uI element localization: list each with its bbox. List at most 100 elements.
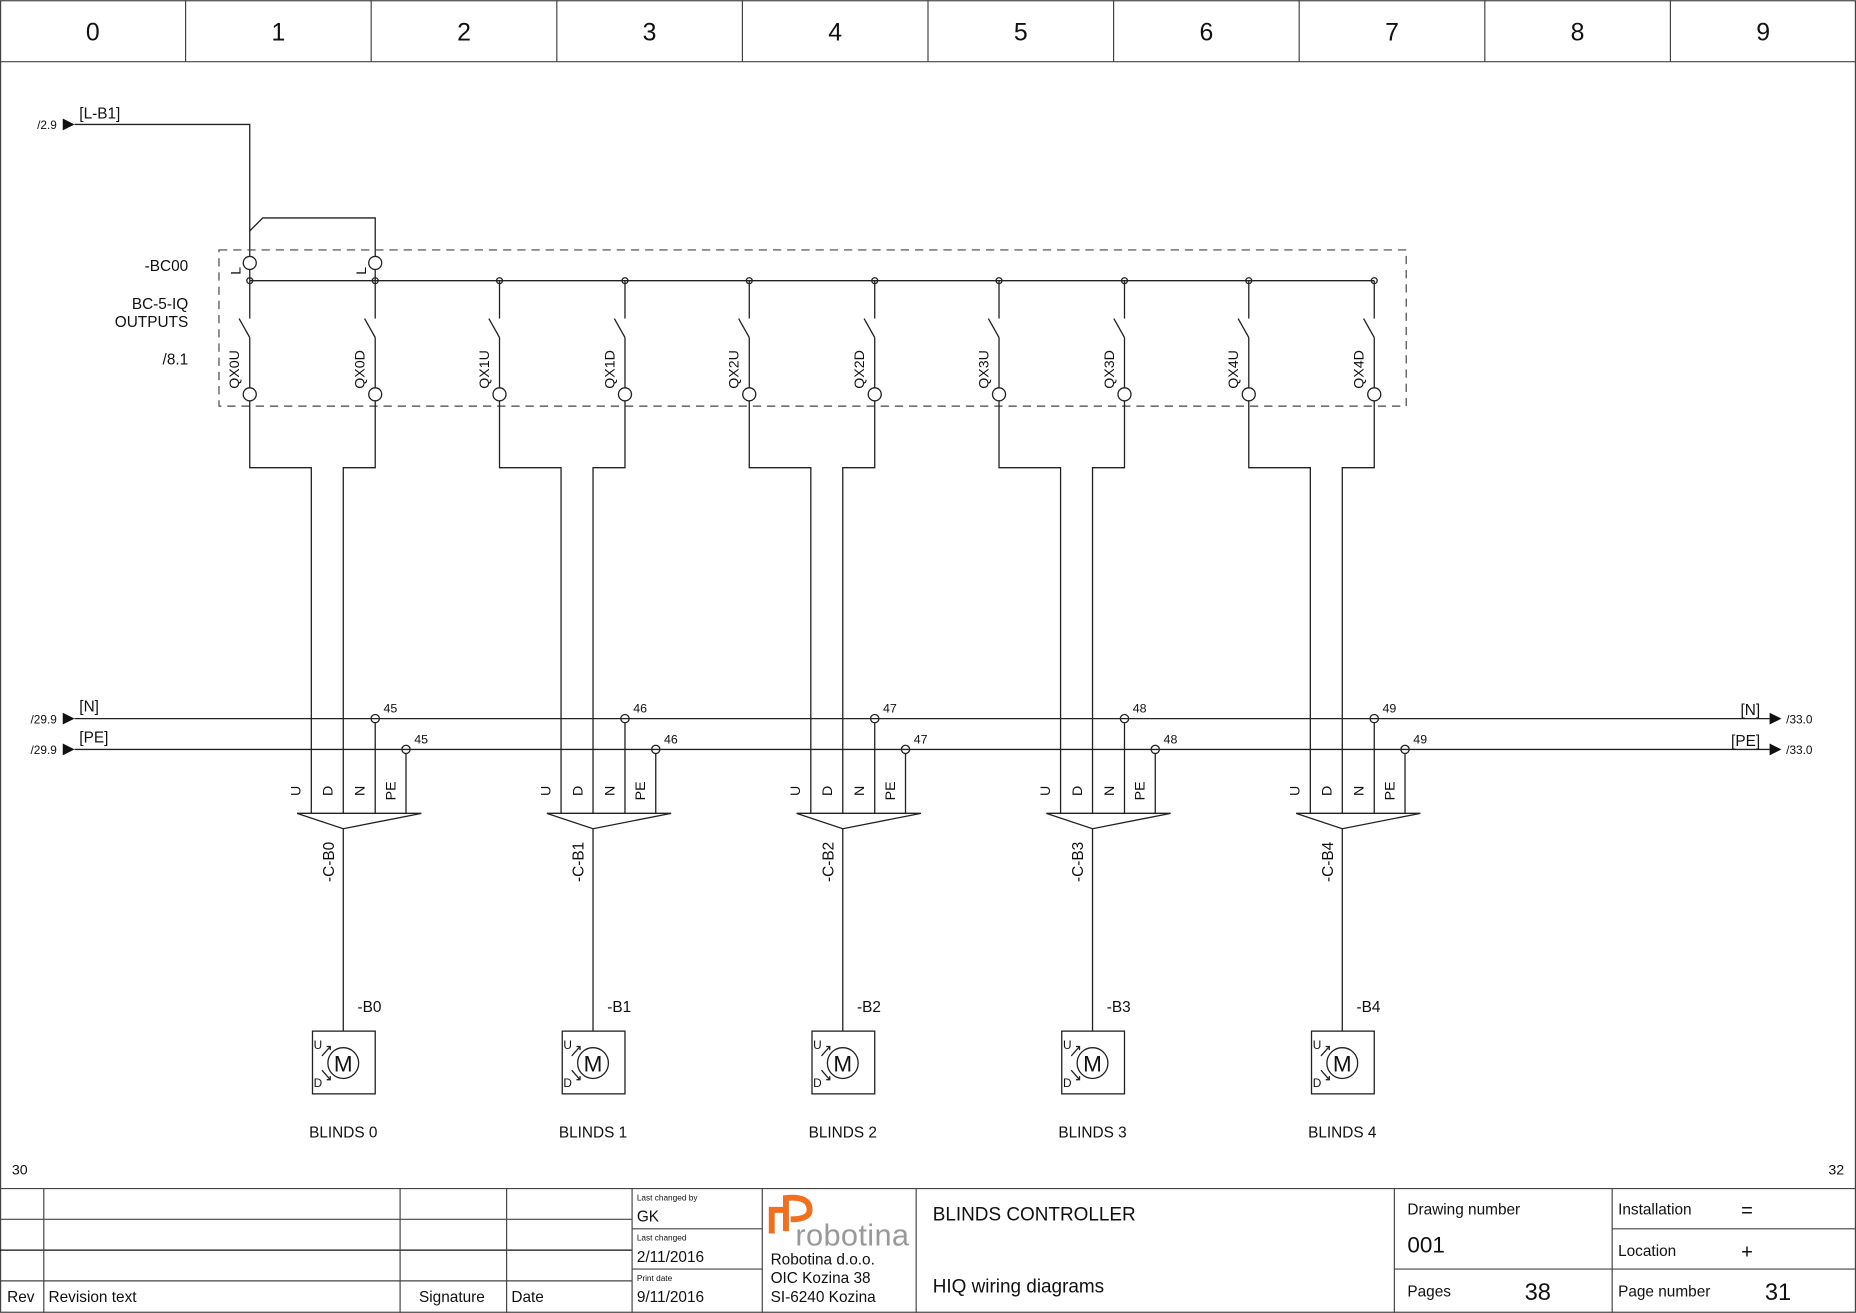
source-feed: /2.9 [L-B1]: [37, 106, 376, 258]
cable-core-label: N: [852, 786, 868, 796]
motor-down-label: D: [1313, 1076, 1322, 1090]
arrow-in-icon: [62, 118, 75, 131]
wire-down: [1091, 400, 1126, 814]
last-changed: 2/11/2016: [637, 1249, 704, 1266]
last-changed-by-label: Last changed by: [637, 1193, 699, 1202]
bus-pe-label-out: [PE]: [1731, 733, 1760, 750]
column-number: 9: [1756, 19, 1770, 46]
motor-letter: M: [584, 1051, 603, 1076]
location-label: Location: [1618, 1243, 1676, 1260]
wire-down: [842, 400, 876, 814]
motor-circle: [576, 1047, 610, 1080]
wire-up: [498, 400, 562, 814]
n-terminal-number: 48: [1133, 702, 1147, 716]
output-label: QX4D: [1352, 350, 1368, 389]
bus-n-label: [N]: [79, 699, 99, 716]
motor-circle: [826, 1047, 859, 1080]
output-label: QX2U: [727, 350, 743, 389]
controller-box: [218, 249, 1407, 407]
output-contact-qx4u: QX4U: [1226, 277, 1256, 402]
wire-down: [1341, 400, 1375, 814]
output-terminal: [1241, 387, 1256, 402]
arrow-out-icon: [1769, 712, 1782, 725]
rotation-up-arrow-icon: [571, 1045, 581, 1057]
blind-name: BLINDS 2: [809, 1125, 877, 1142]
column-number: 3: [643, 19, 657, 46]
drawing-title: BLINDS CONTROLLER: [933, 1205, 1136, 1226]
company-name: Robotina d.o.o.: [771, 1251, 875, 1268]
print-date: 9/11/2016: [637, 1289, 704, 1306]
output-label: QX2D: [852, 350, 868, 389]
motor-circle: [327, 1047, 360, 1080]
wire-down: [592, 400, 626, 814]
wire-up: [249, 400, 312, 814]
column-number: 5: [1014, 19, 1028, 46]
cable-core-label: D: [820, 786, 836, 796]
switch-contact: [863, 318, 876, 338]
title-block: [0, 1187, 1856, 1313]
output-terminal: [991, 387, 1007, 402]
motor-letter: M: [1083, 1051, 1102, 1076]
motor-box: [311, 1030, 376, 1095]
motor-circle: [1076, 1047, 1109, 1080]
motor-id: -B4: [1356, 999, 1380, 1016]
rotation-down-arrow-icon: [820, 1069, 831, 1081]
pages-count: 38: [1525, 1280, 1551, 1306]
column-number: 6: [1199, 19, 1213, 46]
blind-name: BLINDS 0: [309, 1125, 377, 1142]
drawing-number: 001: [1407, 1232, 1445, 1257]
switch-contact: [238, 318, 251, 338]
rotation-down-arrow-icon: [1070, 1069, 1081, 1081]
logo-text: robotina: [795, 1217, 910, 1252]
n-terminal-number: 49: [1383, 702, 1397, 716]
cable-label: -C-B2: [820, 842, 837, 882]
output-terminal: [1117, 387, 1132, 402]
next-page-ref: 32: [1828, 1162, 1844, 1178]
cable-label: -C-B1: [571, 842, 588, 882]
motor-icon: MUD: [1061, 1030, 1126, 1095]
wire-up: [748, 400, 812, 814]
cable-symbol: [796, 812, 922, 830]
cable-symbol: [546, 812, 672, 830]
cable-symbol: [296, 812, 422, 830]
motor-icon: MUD: [811, 1030, 876, 1095]
cable-core-label: D: [1070, 786, 1086, 796]
motor-letter: M: [833, 1051, 852, 1076]
output-contact-qx4d: QX4D: [1352, 277, 1382, 402]
switch-contact: [488, 318, 501, 338]
cable-core-label: D: [1320, 786, 1336, 796]
print-date-label: Print date: [637, 1274, 673, 1283]
output-contact-qx1u: QX1U: [477, 277, 507, 402]
page-number: 31: [1765, 1280, 1791, 1306]
wire-up: [1248, 400, 1311, 814]
motor-up-label: U: [563, 1038, 572, 1052]
output-terminal: [242, 387, 257, 402]
motor-box: [1310, 1030, 1375, 1095]
motor-icon: MUD: [1310, 1030, 1375, 1095]
cable-core-label: N: [602, 786, 618, 796]
column-number: 8: [1571, 19, 1585, 46]
motor-up-label: U: [813, 1038, 822, 1052]
cable-core-label: U: [788, 786, 804, 796]
cable-core-label: N: [1102, 786, 1118, 796]
switch-contact: [364, 318, 376, 338]
source-label: [L-B1]: [79, 106, 120, 123]
controller-ref: /8.1: [163, 352, 189, 369]
cable-label: -C-B4: [1320, 841, 1337, 882]
cable-core-label: N: [353, 786, 369, 796]
last-changed-label: Last changed: [637, 1234, 687, 1243]
motor-up-label: U: [1313, 1038, 1322, 1052]
rotation-up-arrow-icon: [321, 1045, 331, 1057]
output-label: QX3U: [976, 350, 992, 389]
date-header: Date: [511, 1289, 543, 1306]
motor-circle: [1326, 1047, 1359, 1080]
cable-symbol: [1295, 812, 1421, 830]
blind-name: BLINDS 4: [1308, 1125, 1377, 1142]
